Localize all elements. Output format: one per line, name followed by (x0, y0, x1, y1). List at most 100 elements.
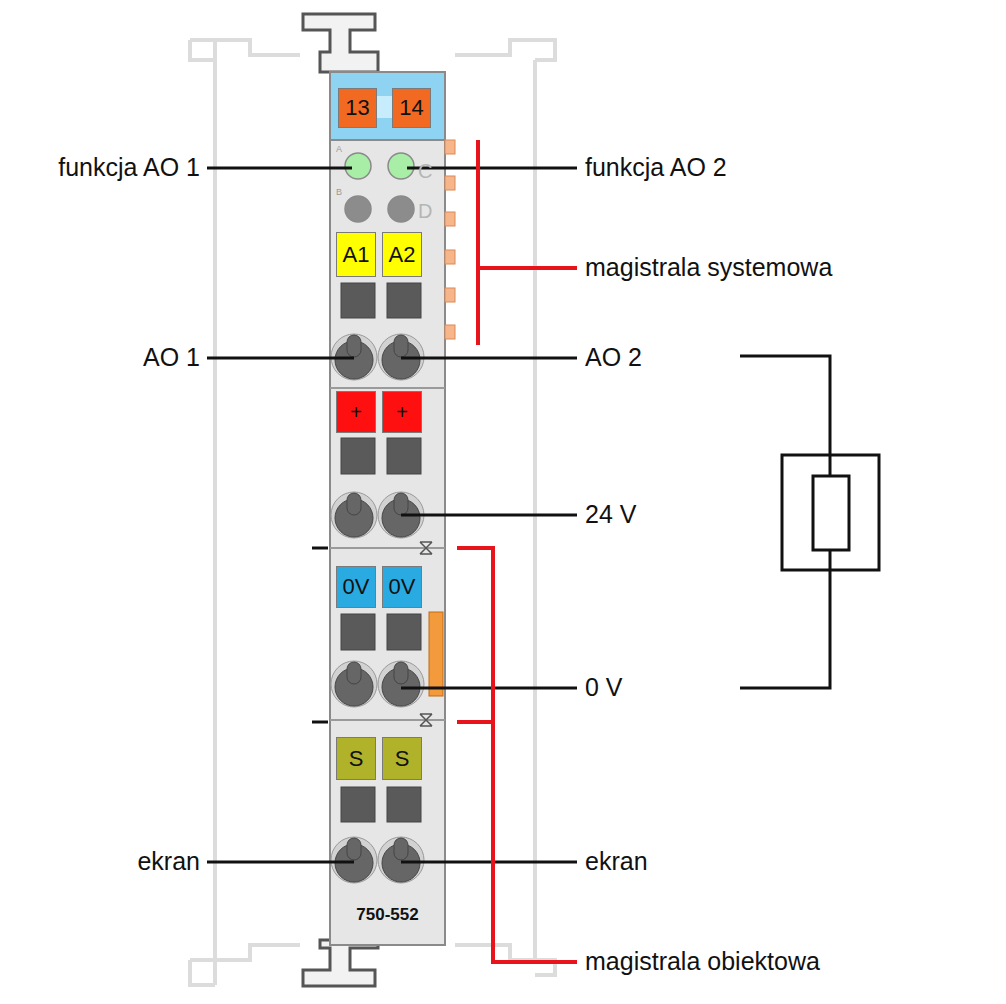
status-led (345, 196, 371, 222)
callout-label: 24 V (585, 501, 636, 529)
terminal-marker: + (336, 391, 376, 433)
terminal-label: 0V (343, 576, 370, 598)
load-resistor (813, 476, 849, 550)
leader-line (207, 861, 354, 864)
terminal-label: 14 (399, 97, 423, 119)
terminal-label: A1 (343, 244, 370, 266)
release-button (341, 438, 375, 474)
spring-terminal (378, 661, 424, 707)
callout-label: AO 1 (143, 344, 200, 372)
power-jumper-contact (420, 542, 432, 554)
status-led (345, 153, 414, 222)
bus-contact (445, 140, 455, 154)
power-jumper (429, 612, 443, 696)
housing (330, 140, 445, 945)
terminal-label: S (395, 748, 410, 770)
spring-terminal (394, 493, 408, 515)
terminal-marker: S (382, 737, 422, 780)
tick-mark (312, 547, 328, 550)
housing (330, 72, 445, 945)
module-number: 750-552 (330, 906, 445, 923)
spring-terminal (331, 837, 377, 883)
leader-line (401, 514, 577, 517)
terminal-marker: 14 (392, 88, 431, 128)
spring-terminal (331, 492, 377, 538)
terminal-marker: 13 (338, 88, 377, 128)
terminal-marker: 0V (382, 566, 422, 608)
load-resistor (740, 356, 879, 688)
load-resistor (829, 550, 832, 570)
leader-line (207, 357, 354, 360)
spring-terminal (394, 335, 408, 357)
bus-contact (445, 140, 455, 339)
bus-bracket (478, 140, 577, 345)
release-button (341, 283, 375, 318)
terminal-label: + (396, 402, 408, 422)
leader-line (207, 168, 577, 862)
terminal-marker: + (382, 391, 422, 433)
spring-terminal (331, 334, 424, 883)
led-letter: C (418, 160, 432, 182)
led-letter: B (336, 188, 342, 198)
callout-label: funkcja AO 1 (58, 154, 200, 182)
callout-label: AO 2 (585, 344, 642, 372)
tick-mark (312, 721, 328, 724)
callout-label: funkcja AO 2 (585, 154, 727, 182)
release-button (341, 614, 375, 650)
leader-line (401, 357, 577, 360)
leader-line (401, 687, 577, 690)
status-led (388, 196, 414, 222)
terminal-marker: A2 (382, 232, 422, 277)
load-resistor (740, 356, 830, 455)
load-resistor (829, 455, 832, 476)
spring-terminal (347, 335, 361, 357)
callout-label: 0 V (585, 674, 623, 702)
terminal-label: S (349, 748, 364, 770)
leader-line (207, 167, 352, 170)
rail-outline (190, 40, 215, 985)
release-button (387, 614, 421, 650)
spring-terminal (394, 838, 408, 860)
leader-line (407, 167, 577, 170)
status-led (345, 153, 371, 179)
callout-label: magistrala systemowa (585, 254, 832, 282)
terminal-label: 13 (345, 97, 369, 119)
bus-bracket (457, 548, 577, 962)
led-letter: D (418, 200, 432, 222)
bus-contact (445, 288, 455, 302)
spring-terminal (331, 661, 377, 707)
spring-terminal (394, 662, 408, 684)
callout-label: magistrala obiektowa (585, 948, 820, 976)
rail-outline (215, 40, 535, 985)
bus-contact (445, 250, 455, 264)
terminal-label: 0V (389, 576, 416, 598)
load-resistor (782, 455, 879, 570)
release-button (387, 283, 421, 318)
led-letter: A (336, 145, 342, 155)
callout-label: ekran (137, 848, 200, 876)
terminal-marker: S (336, 737, 376, 780)
bus-contact (445, 325, 455, 339)
spring-terminal (378, 837, 424, 883)
bus-bracket (457, 140, 577, 962)
power-jumper-contact (420, 714, 432, 726)
latch (303, 14, 378, 72)
leader-line (401, 861, 577, 864)
terminal-marker: 0V (336, 566, 376, 608)
bus-contact (445, 212, 455, 226)
release-button (387, 438, 421, 474)
spring-terminal (347, 838, 361, 860)
release-button (387, 787, 421, 822)
terminal-marker: A1 (336, 232, 376, 277)
divider (330, 388, 445, 720)
spring-terminal (347, 662, 361, 684)
divider (330, 387, 445, 389)
callout-label: ekran (585, 848, 648, 876)
release-button (341, 787, 375, 822)
terminal-label: A2 (389, 244, 416, 266)
spring-terminal (347, 493, 361, 515)
terminal-label: + (350, 402, 362, 422)
bus-contact (445, 176, 455, 190)
housing (330, 72, 445, 140)
